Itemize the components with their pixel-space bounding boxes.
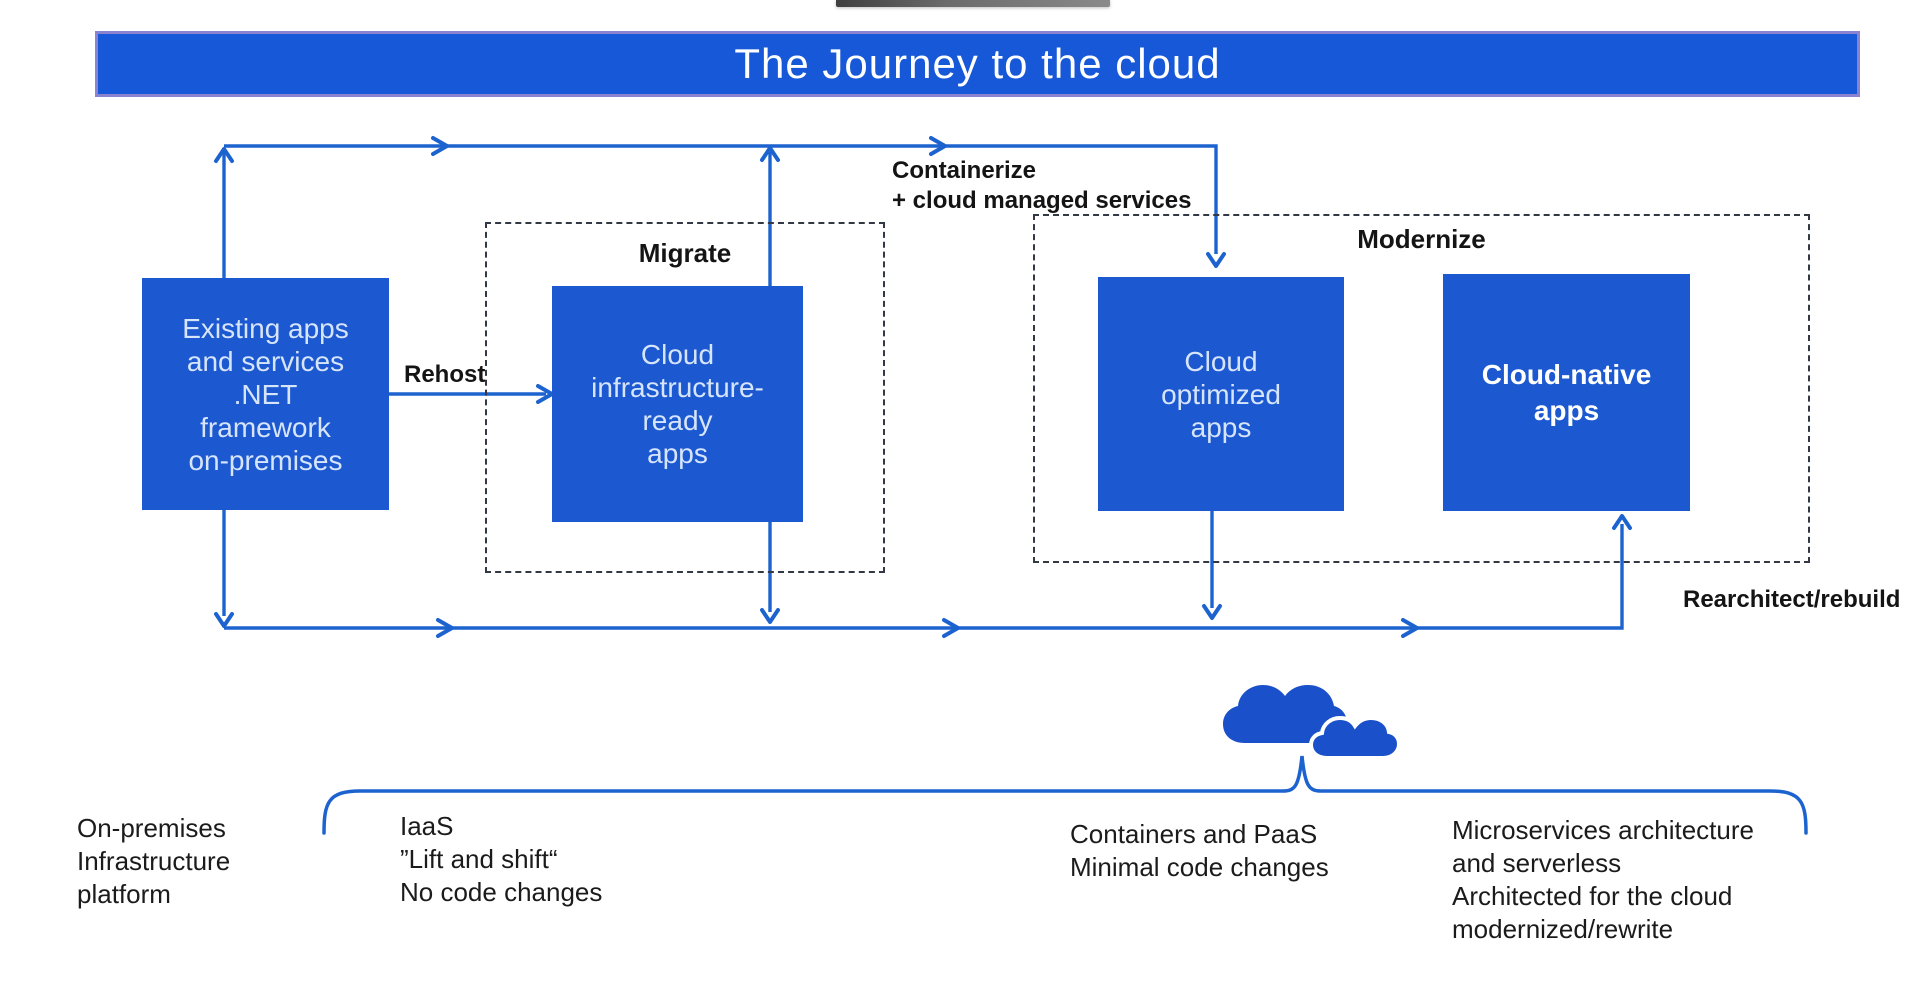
page-title: The Journey to the cloud <box>734 40 1221 87</box>
containerize-label: Containerize + cloud managed services <box>892 157 1192 214</box>
modernize-label: Modernize <box>1357 224 1486 254</box>
footnote-microservices: Microservices architecture and serverles… <box>1452 815 1754 944</box>
migrate-group: Migrate <box>485 222 885 573</box>
arrowhead-down-icon <box>214 612 234 628</box>
chevron-right-icon <box>1401 618 1419 638</box>
bottom-flow-line <box>214 510 1632 638</box>
arrowhead-up-icon <box>214 147 234 163</box>
infra-down-line <box>760 522 780 624</box>
arrowhead-down-icon <box>1206 252 1226 268</box>
optimized-down-line <box>1202 511 1222 620</box>
title-banner: The Journey to the cloud <box>95 31 1860 97</box>
existing-apps-box: Existing apps and services .NET framewor… <box>142 278 389 510</box>
infra-up-line <box>760 146 780 286</box>
cloud-native-apps-box: Cloud-native apps <box>1443 274 1690 511</box>
rehost-label: Rehost <box>404 361 486 388</box>
footnote-iaas: IaaS ”Lift and shift“ No code changes <box>400 811 603 907</box>
arrowhead-down-icon <box>1202 604 1222 620</box>
rearchitect-label: Rearchitect/rebuild <box>1683 586 1901 613</box>
footnote-on-premises: On-premises Infrastructure platform <box>77 813 231 909</box>
screen-artifact-bar <box>836 0 1110 7</box>
cloud-infrastructure-ready-apps-box: Cloud infrastructure- ready apps <box>552 286 803 522</box>
modernize-group: Modernize <box>1033 214 1810 563</box>
footnote-containers-paas: Containers and PaaS Minimal code changes <box>1070 819 1329 882</box>
top-flow-line <box>214 136 1226 278</box>
chevron-right-icon <box>929 136 947 156</box>
cloud-icon <box>1223 685 1402 760</box>
cloud-optimized-apps-box: Cloud optimized apps <box>1098 277 1344 511</box>
chevron-right-icon <box>436 618 454 638</box>
chevron-right-icon <box>942 618 960 638</box>
arrowhead-down-icon <box>760 608 780 624</box>
brace <box>322 755 1808 835</box>
arrowhead-up-icon <box>760 146 780 162</box>
arrowhead-up-icon <box>1612 514 1632 530</box>
migrate-label: Migrate <box>638 238 732 268</box>
chevron-right-icon <box>431 136 449 156</box>
